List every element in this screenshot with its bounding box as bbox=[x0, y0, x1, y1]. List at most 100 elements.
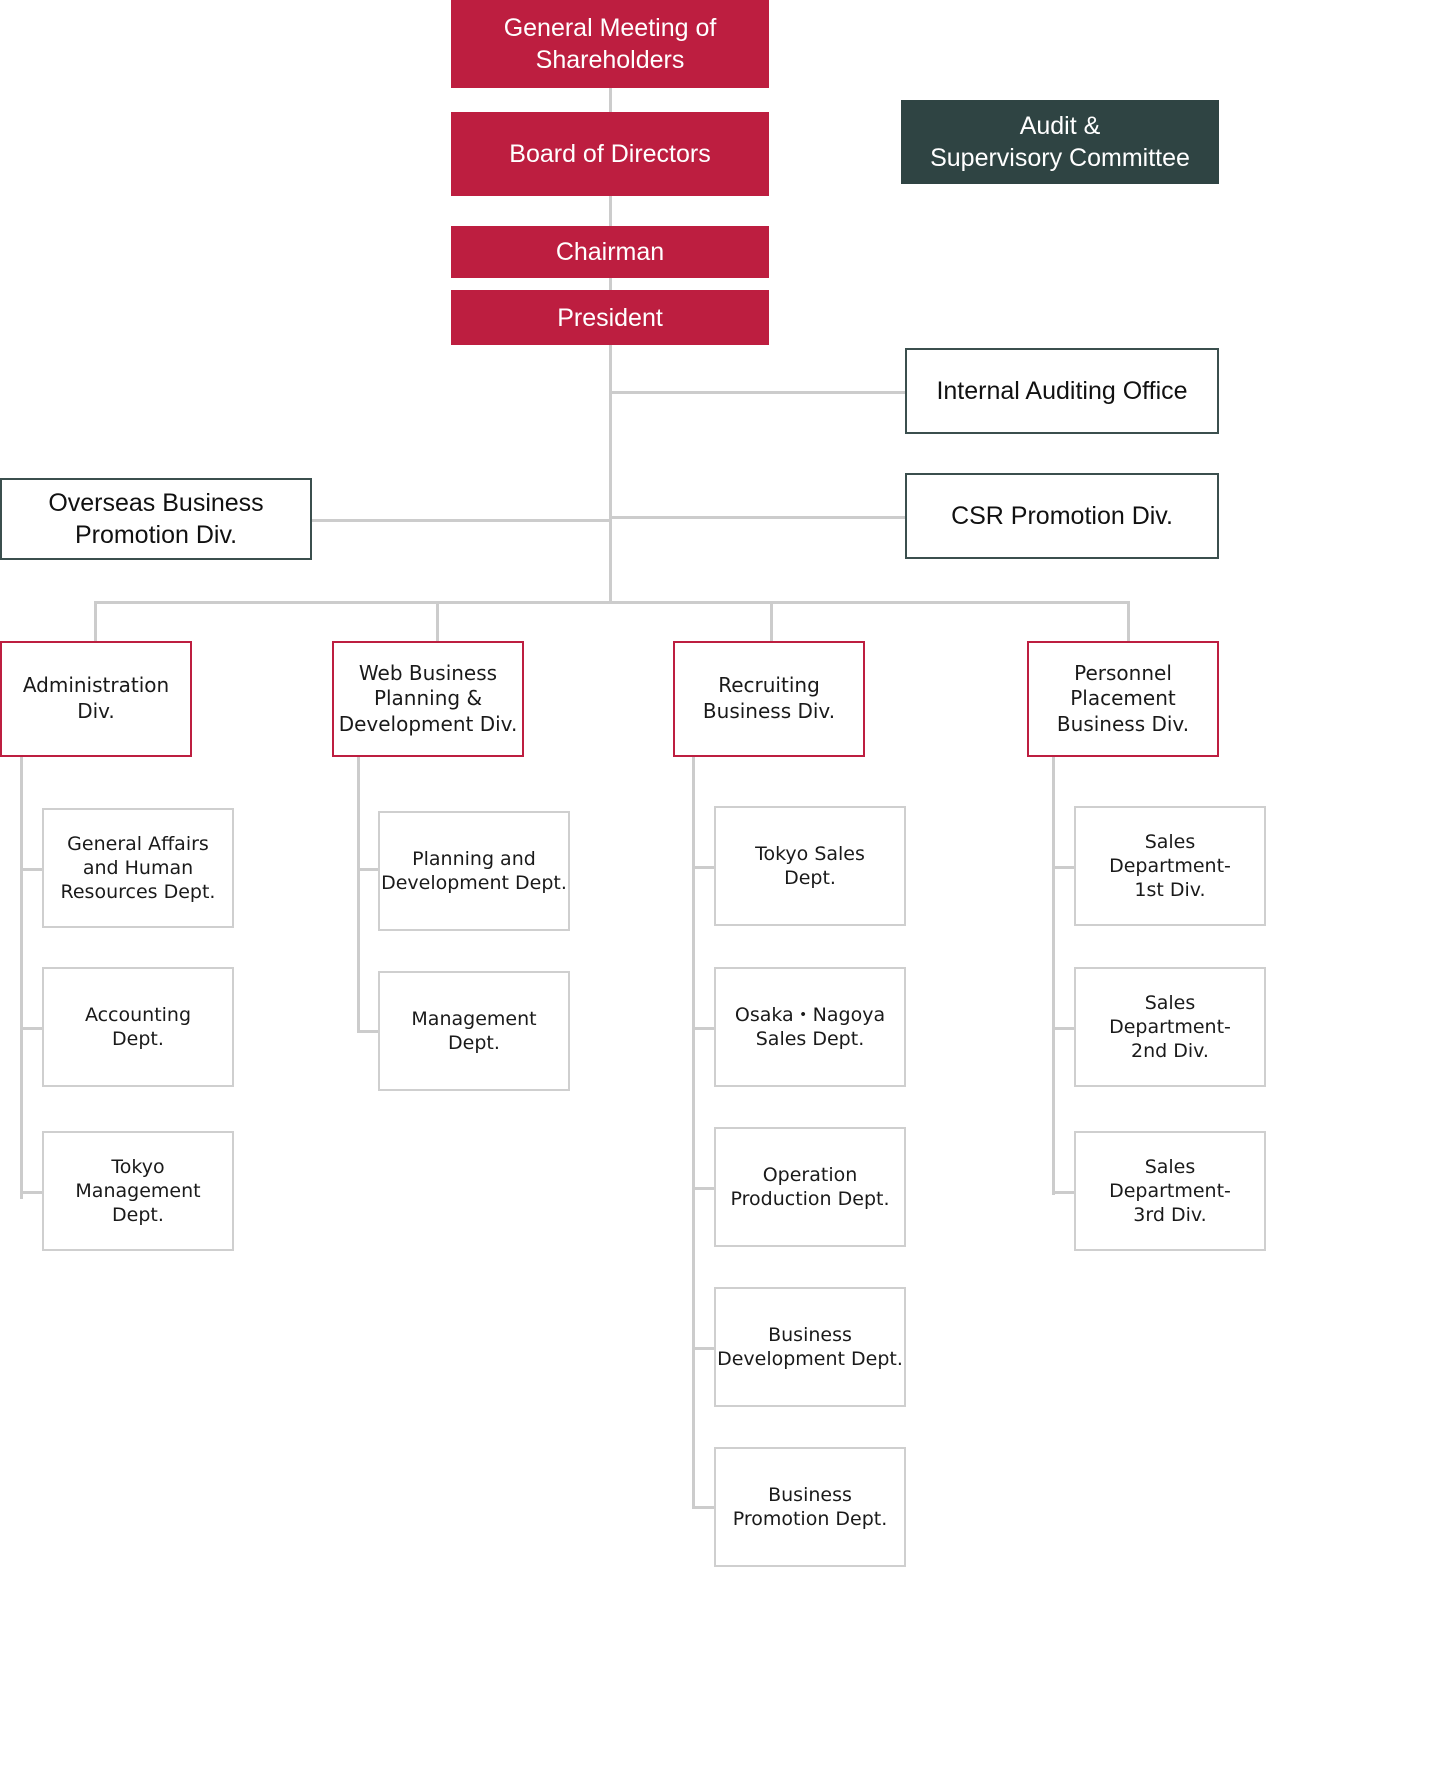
connector-chairman-president bbox=[609, 278, 612, 290]
connector-drop-administration bbox=[94, 601, 97, 642]
dept-gahr-line-2: and Human bbox=[82, 856, 194, 879]
tick-personnel-3 bbox=[1052, 1191, 1076, 1194]
overseas-line-2: Promotion Div. bbox=[74, 521, 238, 549]
dept-biz-dev-line-1: Business bbox=[768, 1323, 852, 1346]
dept-biz-dev-line-2: Development Dept. bbox=[717, 1348, 903, 1370]
tick-recruiting-4 bbox=[692, 1347, 716, 1350]
tick-administration-3 bbox=[20, 1191, 44, 1194]
spine-web bbox=[357, 757, 360, 1032]
audit-line-1: Audit & bbox=[1019, 112, 1101, 140]
tick-personnel-1 bbox=[1052, 866, 1076, 869]
tick-personnel-2 bbox=[1052, 1027, 1076, 1030]
tick-recruiting-3 bbox=[692, 1187, 716, 1190]
connector-shareholders-board bbox=[609, 88, 612, 112]
box-dept-tokyo-sales[interactable]: Tokyo Sales Dept. bbox=[714, 806, 906, 926]
connector-drop-web bbox=[436, 601, 439, 642]
connector-drop-personnel bbox=[1127, 601, 1130, 642]
box-division-personnel-placement-business[interactable]: Personnel Placement Business Div. bbox=[1027, 641, 1219, 757]
box-dept-general-affairs-and-human-resources[interactable]: General Affairs and Human Resources Dept… bbox=[42, 808, 234, 928]
division-personnel-line-3: Business Div. bbox=[1056, 711, 1190, 736]
box-general-meeting-of-shareholders[interactable]: General Meeting of Shareholders bbox=[451, 0, 769, 88]
division-personnel-line-2: Placement bbox=[1070, 686, 1176, 711]
tick-web-2 bbox=[357, 1030, 381, 1033]
audit-line-2: Supervisory Committee bbox=[930, 144, 1190, 172]
box-board-of-directors[interactable]: Board of Directors bbox=[451, 112, 769, 196]
division-recruiting-line-1: Recruiting bbox=[718, 673, 820, 698]
box-division-administration[interactable]: Administration Div. bbox=[0, 641, 192, 757]
dept-tokyo-mgmt-line-2: Management bbox=[75, 1179, 201, 1202]
box-dept-tokyo-management[interactable]: Tokyo Management Dept. bbox=[42, 1131, 234, 1251]
board-label: Board of Directors bbox=[509, 140, 711, 168]
tick-web-1 bbox=[357, 868, 381, 871]
dept-accounting-line-2: Dept. bbox=[112, 1028, 164, 1050]
box-dept-management[interactable]: Management Dept. bbox=[378, 971, 570, 1091]
box-division-recruiting-business[interactable]: Recruiting Business Div. bbox=[673, 641, 865, 757]
dept-tokyo-sales-line-1: Tokyo Sales bbox=[755, 842, 865, 865]
dept-sales1-line-2: Department- bbox=[1109, 854, 1231, 877]
president-label: President bbox=[557, 303, 663, 332]
csr-label: CSR Promotion Div. bbox=[951, 502, 1173, 530]
tick-recruiting-2 bbox=[692, 1027, 716, 1030]
box-overseas-business-promotion-div[interactable]: Overseas Business Promotion Div. bbox=[0, 478, 312, 560]
spine-personnel bbox=[1052, 757, 1055, 1195]
connector-to-overseas bbox=[312, 519, 612, 522]
division-administration-line-1: Administration bbox=[22, 673, 170, 698]
box-internal-auditing-office[interactable]: Internal Auditing Office bbox=[905, 348, 1219, 434]
tick-recruiting-1 bbox=[692, 866, 716, 869]
box-dept-planning-and-development[interactable]: Planning and Development Dept. bbox=[378, 811, 570, 931]
connector-president-spine bbox=[609, 345, 612, 604]
dept-gahr-line-3: Resources Dept. bbox=[60, 881, 216, 904]
shareholders-line-1: General Meeting of bbox=[503, 14, 717, 42]
box-president[interactable]: President bbox=[451, 290, 769, 345]
division-personnel-line-1: Personnel bbox=[1074, 660, 1172, 685]
tick-recruiting-5 bbox=[692, 1506, 716, 1509]
dept-tokyo-sales-line-2: Dept. bbox=[784, 867, 836, 889]
chairman-label: Chairman bbox=[555, 238, 665, 266]
box-dept-operation-production[interactable]: Operation Production Dept. bbox=[714, 1127, 906, 1247]
dept-biz-promo-line-1: Business bbox=[768, 1483, 852, 1506]
box-chairman[interactable]: Chairman bbox=[451, 226, 769, 278]
dept-sales3-line-1: Sales bbox=[1144, 1155, 1196, 1178]
tick-administration-1 bbox=[20, 868, 44, 871]
shareholders-line-2: Shareholders bbox=[535, 46, 685, 74]
dept-osaka-nagoya-line-2: Sales Dept. bbox=[755, 1028, 865, 1050]
box-dept-sales-department-1st-div[interactable]: Sales Department- 1st Div. bbox=[1074, 806, 1266, 926]
dept-operation-line-2: Production Dept. bbox=[730, 1188, 890, 1210]
box-csr-promotion-div[interactable]: CSR Promotion Div. bbox=[905, 473, 1219, 559]
internal-audit-label: Internal Auditing Office bbox=[936, 377, 1188, 405]
box-dept-sales-department-2nd-div[interactable]: Sales Department- 2nd Div. bbox=[1074, 967, 1266, 1087]
division-web-line-3: Development Div. bbox=[338, 711, 518, 736]
dept-biz-promo-line-2: Promotion Dept. bbox=[732, 1508, 888, 1530]
box-dept-business-promotion[interactable]: Business Promotion Dept. bbox=[714, 1447, 906, 1567]
dept-plan-dev-line-2: Development Dept. bbox=[381, 872, 567, 894]
box-dept-business-development[interactable]: Business Development Dept. bbox=[714, 1287, 906, 1407]
box-audit-supervisory-committee[interactable]: Audit & Supervisory Committee bbox=[901, 100, 1219, 184]
box-dept-osaka-nagoya-sales[interactable]: Osaka・Nagoya Sales Dept. bbox=[714, 967, 906, 1087]
overseas-line-1: Overseas Business bbox=[48, 489, 264, 517]
connector-division-bus bbox=[94, 601, 1130, 604]
dept-sales1-line-1: Sales bbox=[1144, 830, 1196, 853]
dept-gahr-line-1: General Affairs bbox=[67, 832, 209, 855]
dept-sales1-line-3: 1st Div. bbox=[1134, 879, 1206, 902]
dept-plan-dev-line-1: Planning and bbox=[412, 847, 536, 870]
dept-tokyo-mgmt-line-3: Dept. bbox=[112, 1204, 164, 1227]
dept-operation-line-1: Operation bbox=[762, 1163, 858, 1186]
dept-management-line-2: Dept. bbox=[448, 1032, 500, 1054]
dept-accounting-line-1: Accounting bbox=[84, 1003, 192, 1026]
box-division-web-business-planning-development[interactable]: Web Business Planning & Development Div. bbox=[332, 641, 524, 757]
box-dept-accounting[interactable]: Accounting Dept. bbox=[42, 967, 234, 1087]
connector-board-chairman bbox=[609, 196, 612, 226]
division-recruiting-line-2: Business Div. bbox=[702, 699, 836, 723]
dept-osaka-nagoya-line-1: Osaka・Nagoya bbox=[734, 1003, 886, 1026]
division-web-line-2: Planning & bbox=[373, 686, 483, 711]
tick-administration-2 bbox=[20, 1027, 44, 1030]
dept-sales2-line-3: 2nd Div. bbox=[1131, 1040, 1209, 1063]
division-administration-line-2: Div. bbox=[77, 699, 115, 723]
division-web-line-1: Web Business bbox=[358, 660, 498, 685]
dept-sales2-line-2: Department- bbox=[1109, 1015, 1231, 1038]
connector-to-csr bbox=[609, 516, 905, 519]
box-dept-sales-department-3rd-div[interactable]: Sales Department- 3rd Div. bbox=[1074, 1131, 1266, 1251]
dept-sales3-line-2: Department- bbox=[1109, 1179, 1231, 1202]
dept-management-line-1: Management bbox=[411, 1007, 537, 1030]
